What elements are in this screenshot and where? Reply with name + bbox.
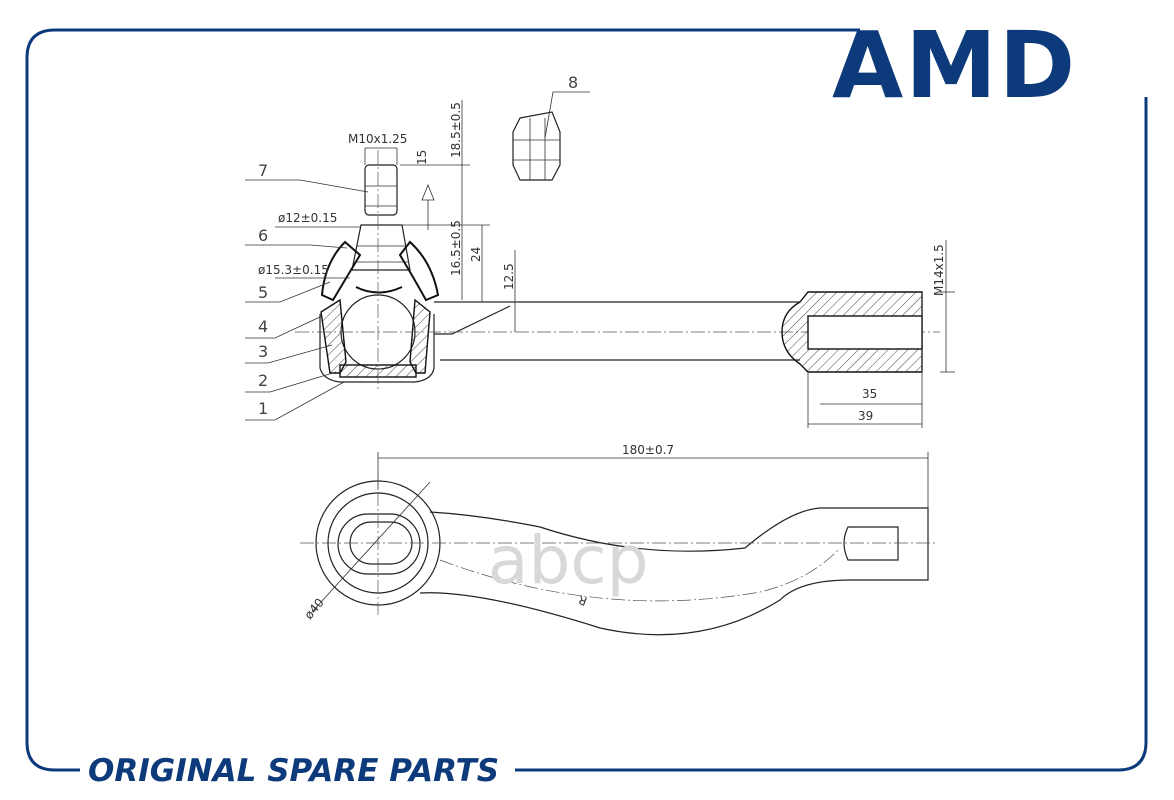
dim-m14: M14x1.5 xyxy=(932,244,946,296)
dim-d153: ø15.3±0.15 xyxy=(258,263,329,277)
dim-h185: 18.5±0.5 xyxy=(449,102,463,158)
dim-39: 39 xyxy=(858,409,873,423)
dim-d12: ø12±0.15 xyxy=(278,211,337,225)
nut-part-8 xyxy=(512,111,561,181)
brand-logo: AMD xyxy=(832,12,1077,119)
dim-h165: 16.5±0.5 xyxy=(449,220,463,276)
callout-5: 5 xyxy=(258,283,268,302)
dim-35: 35 xyxy=(862,387,877,401)
callout-3: 3 xyxy=(258,342,268,361)
callout-4: 4 xyxy=(258,317,268,336)
dim-h24: 24 xyxy=(469,247,483,262)
callout-6: 6 xyxy=(258,226,268,245)
callout-1: 1 xyxy=(258,399,268,418)
dim-m10: M10x1.25 xyxy=(348,132,407,146)
side-view xyxy=(295,150,940,390)
callout-leaders xyxy=(245,91,590,421)
dimension-lines xyxy=(275,100,955,428)
frame-border xyxy=(25,28,1148,772)
callout-8: 8 xyxy=(568,73,578,92)
top-view xyxy=(300,452,935,636)
dim-h125: 12.5 xyxy=(502,263,516,290)
dim-180: 180±0.7 xyxy=(622,443,674,457)
callout-2: 2 xyxy=(258,371,268,390)
footer-tagline: ORIGINAL SPARE PARTS xyxy=(88,753,499,789)
dim-h15: 15 xyxy=(415,150,429,165)
callout-7: 7 xyxy=(258,161,268,180)
watermark: abcp xyxy=(488,522,649,599)
